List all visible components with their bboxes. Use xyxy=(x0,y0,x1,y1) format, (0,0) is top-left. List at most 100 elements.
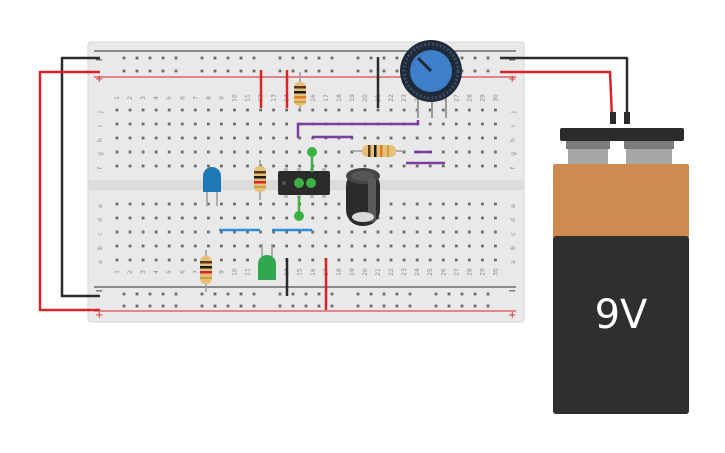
breadboard-hole[interactable] xyxy=(441,216,445,220)
breadboard-hole[interactable] xyxy=(180,202,184,206)
breadboard-hole[interactable] xyxy=(206,108,210,112)
breadboard-hole[interactable] xyxy=(180,164,184,168)
breadboard-hole[interactable] xyxy=(285,108,289,112)
breadboard-hole[interactable] xyxy=(206,244,210,248)
breadboard-hole[interactable] xyxy=(330,304,334,308)
breadboard-hole[interactable] xyxy=(395,69,399,73)
breadboard-hole[interactable] xyxy=(486,56,490,60)
breadboard-hole[interactable] xyxy=(193,108,197,112)
breadboard-hole[interactable] xyxy=(454,258,458,262)
breadboard-hole[interactable] xyxy=(494,258,497,262)
breadboard-hole[interactable] xyxy=(180,136,184,140)
breadboard-hole[interactable] xyxy=(233,122,236,126)
breadboard-hole[interactable] xyxy=(304,304,308,308)
breadboard-hole[interactable] xyxy=(285,244,289,248)
breadboard-hole[interactable] xyxy=(454,122,458,126)
breadboard-hole[interactable] xyxy=(206,216,210,220)
breadboard-hole[interactable] xyxy=(161,56,165,60)
breadboard-hole[interactable] xyxy=(389,136,393,140)
breadboard-hole[interactable] xyxy=(193,164,197,168)
breadboard-hole[interactable] xyxy=(428,230,432,234)
breadboard-hole[interactable] xyxy=(141,202,145,206)
breadboard-hole[interactable] xyxy=(233,230,236,234)
breadboard-hole[interactable] xyxy=(193,244,197,248)
breadboard-hole[interactable] xyxy=(441,150,445,154)
breadboard-hole[interactable] xyxy=(494,108,497,112)
breadboard-hole[interactable] xyxy=(148,304,152,308)
breadboard-hole[interactable] xyxy=(473,292,477,296)
breadboard-hole[interactable] xyxy=(239,292,243,296)
breadboard-hole[interactable] xyxy=(363,258,367,262)
breadboard-hole[interactable] xyxy=(220,164,223,168)
breadboard-hole[interactable] xyxy=(167,244,171,248)
breadboard-hole[interactable] xyxy=(415,202,419,206)
breadboard-hole[interactable] xyxy=(402,230,406,234)
breadboard-hole[interactable] xyxy=(291,56,295,60)
breadboard-hole[interactable] xyxy=(128,230,132,234)
breadboard-hole[interactable] xyxy=(259,244,262,248)
breadboard-hole[interactable] xyxy=(180,216,184,220)
breadboard-hole[interactable] xyxy=(467,150,471,154)
breadboard-hole[interactable] xyxy=(481,150,484,154)
breadboard-hole[interactable] xyxy=(494,136,497,140)
breadboard-hole[interactable] xyxy=(337,258,341,262)
breadboard-hole[interactable] xyxy=(206,136,210,140)
breadboard-hole[interactable] xyxy=(454,202,458,206)
breadboard-hole[interactable] xyxy=(148,69,152,73)
breadboard-hole[interactable] xyxy=(206,230,210,234)
breadboard-hole[interactable] xyxy=(167,258,171,262)
breadboard-hole[interactable] xyxy=(128,164,132,168)
breadboard-hole[interactable] xyxy=(350,230,354,234)
breadboard-hole[interactable] xyxy=(473,304,477,308)
breadboard-hole[interactable] xyxy=(161,292,165,296)
breadboard-hole[interactable] xyxy=(389,216,393,220)
breadboard-hole[interactable] xyxy=(200,69,204,73)
breadboard-hole[interactable] xyxy=(382,292,386,296)
breadboard-hole[interactable] xyxy=(154,230,158,234)
breadboard-hole[interactable] xyxy=(369,292,373,296)
breadboard-hole[interactable] xyxy=(141,122,145,126)
breadboard-hole[interactable] xyxy=(382,56,386,60)
breadboard-hole[interactable] xyxy=(226,304,230,308)
breadboard-hole[interactable] xyxy=(167,202,171,206)
ic-chip[interactable] xyxy=(278,168,330,198)
breadboard-hole[interactable] xyxy=(350,108,354,112)
breadboard-hole[interactable] xyxy=(128,244,132,248)
breadboard-hole[interactable] xyxy=(311,230,315,234)
breadboard-hole[interactable] xyxy=(128,150,132,154)
breadboard-hole[interactable] xyxy=(252,304,256,308)
breadboard-hole[interactable] xyxy=(128,202,132,206)
breadboard-hole[interactable] xyxy=(441,202,445,206)
breadboard-hole[interactable] xyxy=(272,230,275,234)
breadboard-hole[interactable] xyxy=(337,202,341,206)
resistor-horizontal[interactable] xyxy=(352,145,404,157)
breadboard-hole[interactable] xyxy=(324,150,328,154)
breadboard-hole[interactable] xyxy=(447,304,451,308)
breadboard-hole[interactable] xyxy=(441,136,445,140)
breadboard-hole[interactable] xyxy=(206,164,210,168)
breadboard-hole[interactable] xyxy=(180,244,184,248)
breadboard-hole[interactable] xyxy=(180,150,184,154)
breadboard-hole[interactable] xyxy=(298,164,302,168)
breadboard-hole[interactable] xyxy=(389,202,393,206)
breadboard-hole[interactable] xyxy=(441,244,445,248)
breadboard-hole[interactable] xyxy=(324,244,328,248)
breadboard-hole[interactable] xyxy=(363,244,367,248)
breadboard-hole[interactable] xyxy=(481,244,484,248)
breadboard-hole[interactable] xyxy=(441,258,445,262)
breadboard-hole[interactable] xyxy=(213,56,217,60)
breadboard-hole[interactable] xyxy=(278,69,282,73)
breadboard-hole[interactable] xyxy=(454,230,458,234)
breadboard-hole[interactable] xyxy=(356,292,360,296)
breadboard-hole[interactable] xyxy=(246,136,249,140)
breadboard-hole[interactable] xyxy=(200,56,204,60)
breadboard-hole[interactable] xyxy=(220,108,223,112)
breadboard-hole[interactable] xyxy=(402,202,406,206)
breadboard-hole[interactable] xyxy=(122,292,126,296)
breadboard-hole[interactable] xyxy=(233,202,236,206)
breadboard-hole[interactable] xyxy=(298,230,302,234)
breadboard-hole[interactable] xyxy=(481,230,484,234)
breadboard-hole[interactable] xyxy=(135,69,139,73)
breadboard-hole[interactable] xyxy=(363,230,367,234)
breadboard-hole[interactable] xyxy=(285,230,289,234)
